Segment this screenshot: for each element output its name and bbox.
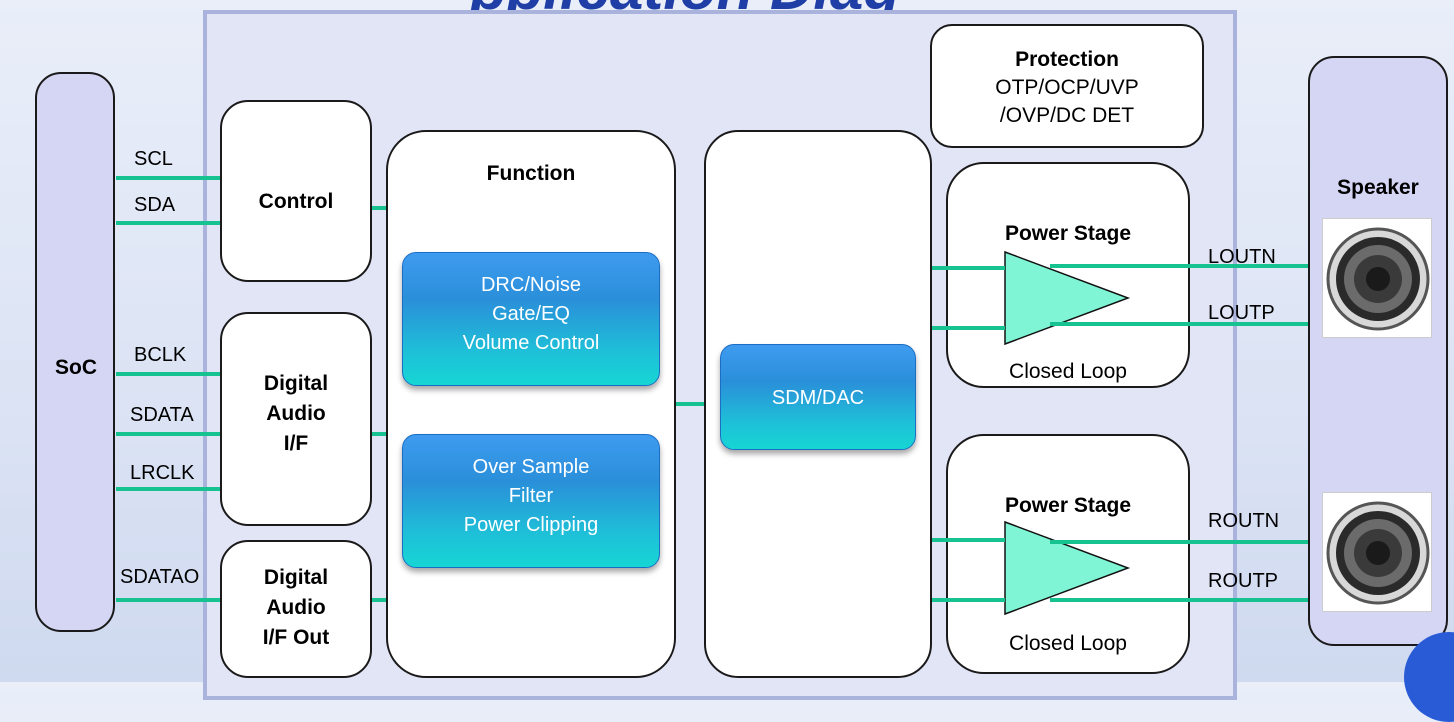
digital-audio-if-label-2: Audio	[266, 402, 326, 425]
power-stage-left-block: Power Stage Closed Loop	[946, 162, 1190, 388]
sdata-wire	[116, 432, 221, 436]
protection-line-1: OTP/OCP/UVP	[995, 76, 1139, 99]
digital-audio-if-out-block: Digital Audio I/F Out	[220, 540, 372, 678]
signal-bclk: BCLK	[134, 344, 187, 366]
sda-wire	[116, 221, 221, 225]
soc-block: SoC	[35, 72, 115, 632]
scl-wire	[116, 176, 221, 180]
speaker-left-icon	[1322, 218, 1432, 338]
output-routn: ROUTN	[1208, 510, 1280, 532]
sdatao-wire	[116, 598, 221, 602]
signal-scl: SCL	[134, 148, 173, 170]
protection-line-2: /OVP/DC DET	[999, 104, 1135, 127]
protection-block: Protection OTP/OCP/UVP /OVP/DC DET	[930, 24, 1204, 148]
drc-line-1: DRC/Noise	[480, 274, 582, 296]
sdm-dac-label: SDM/DAC	[771, 387, 865, 409]
power-stage-right-footer: Closed Loop	[1009, 632, 1127, 655]
oversample-line-3: Power Clipping	[463, 514, 599, 536]
output-loutn: LOUTN	[1208, 246, 1276, 268]
digital-audio-if-label-3: I/F	[283, 432, 309, 455]
function-sdm-wire	[676, 402, 706, 406]
amplifier-layer	[932, 250, 1308, 616]
output-routp: ROUTP	[1208, 570, 1278, 592]
drc-line-3: Volume Control	[462, 332, 600, 354]
oversample-line-1: Over Sample	[472, 456, 590, 478]
power-stage-left-title: Power Stage	[1004, 222, 1132, 245]
lrclk-wire	[116, 487, 221, 491]
speaker-label: Speaker	[1337, 176, 1419, 199]
power-stage-right-title: Power Stage	[1004, 494, 1132, 517]
drc-block: DRC/Noise Gate/EQ Volume Control	[402, 252, 660, 386]
digital-audio-if-out-label-2: Audio	[266, 596, 326, 619]
digital-audio-if-label-1: Digital	[263, 372, 329, 395]
oversample-block: Over Sample Filter Power Clipping	[402, 434, 660, 568]
digital-audio-if-out-label-3: I/F Out	[262, 626, 330, 649]
soc-label: SoC	[55, 356, 97, 379]
amplifier-right-icon	[1004, 520, 1131, 616]
protection-title: Protection	[1015, 48, 1119, 71]
control-block: Control	[220, 100, 372, 282]
signal-sdatao: SDATAO	[120, 566, 200, 588]
oversample-line-2: Filter	[508, 485, 554, 507]
function-block: Function	[386, 130, 676, 678]
signal-lrclk: LRCLK	[130, 462, 195, 484]
digital-audio-if-out-label-1: Digital	[263, 566, 329, 589]
digital-audio-if-block: Digital Audio I/F	[220, 312, 372, 526]
signal-sda: SDA	[134, 194, 176, 216]
speaker-right-icon	[1322, 492, 1432, 612]
sdm-dac-block: SDM/DAC	[720, 344, 916, 450]
drc-line-2: Gate/EQ	[492, 303, 570, 325]
function-title: Function	[486, 162, 576, 185]
output-loutp: LOUTP	[1208, 302, 1275, 324]
bclk-wire	[116, 372, 221, 376]
control-label: Control	[258, 190, 334, 213]
ifout-function-wire	[372, 598, 388, 602]
if-function-wire	[372, 432, 388, 436]
amplifier-left-icon	[1004, 250, 1131, 346]
control-function-wire	[372, 206, 388, 210]
signal-sdata: SDATA	[130, 404, 194, 426]
power-stage-left-footer: Closed Loop	[1009, 360, 1127, 383]
